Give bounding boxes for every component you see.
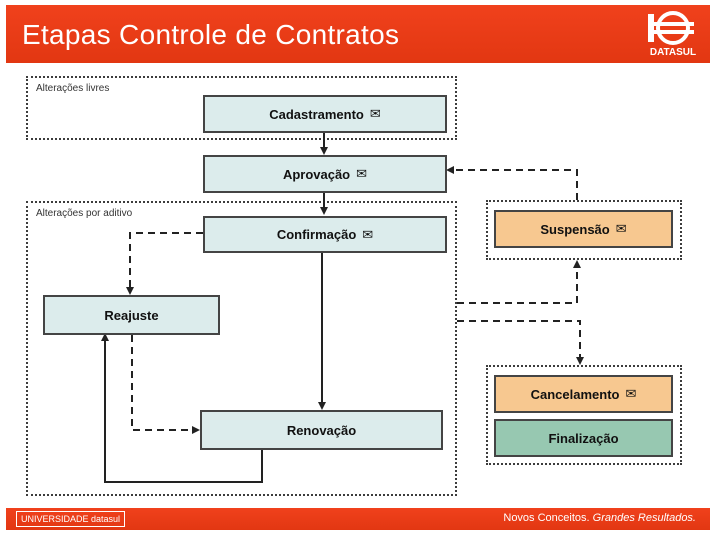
group-alteracoes-livres bbox=[26, 76, 457, 140]
header-bar: Etapas Controle de Contratos DATASUL bbox=[6, 5, 710, 63]
node-confirmacao-label: Confirmação bbox=[276, 227, 357, 242]
node-aprovacao[interactable]: Aprovação ✉ bbox=[203, 155, 447, 193]
footer-tagline: Novos Conceitos. Grandes Resultados. bbox=[503, 512, 696, 524]
envelope-icon: ✉ bbox=[615, 221, 627, 236]
datasul-logo-icon bbox=[648, 11, 694, 45]
footer-bar: UNIVERSIDADE datasul Novos Conceitos. Gr… bbox=[6, 508, 710, 530]
envelope-icon: ✉ bbox=[625, 386, 637, 401]
node-reajuste[interactable]: Reajuste bbox=[43, 295, 220, 335]
group-alteracoes-aditivo bbox=[26, 201, 457, 496]
arrow-reajuste-renovacao bbox=[131, 335, 200, 434]
group-suspensao bbox=[486, 200, 682, 260]
arrow-aditivo-suspensao bbox=[457, 260, 581, 304]
envelope-icon: ✉ bbox=[369, 106, 381, 121]
node-cancelamento[interactable]: Cancelamento ✉ bbox=[494, 375, 673, 413]
node-cadastramento-label: Cadastramento bbox=[269, 106, 364, 122]
node-reajuste-label: Reajuste bbox=[104, 307, 159, 323]
node-renovacao[interactable]: Renovação bbox=[200, 410, 443, 450]
footer-left-badge: UNIVERSIDADE datasul bbox=[16, 511, 126, 527]
arrow-confirmacao-reajuste bbox=[126, 232, 203, 295]
group-label-livres: Alterações livres bbox=[36, 83, 110, 94]
node-confirmacao[interactable]: Confirmação ✉ bbox=[203, 216, 447, 253]
node-suspensao[interactable]: Suspensão ✉ bbox=[494, 210, 673, 248]
datasul-logo: DATASUL bbox=[644, 11, 702, 59]
logo-text: DATASUL bbox=[649, 47, 697, 58]
envelope-icon: ✉ bbox=[362, 226, 374, 242]
node-cadastramento[interactable]: Cadastramento ✉ bbox=[203, 95, 447, 133]
group-label-aditivo: Alterações por aditivo bbox=[36, 208, 133, 219]
node-aprovacao-label: Aprovação bbox=[282, 166, 351, 182]
page-title: Etapas Controle de Contratos bbox=[22, 19, 400, 50]
node-suspensao-label: Suspensão bbox=[540, 221, 610, 237]
footer-tagline-plain: Novos Conceitos. bbox=[503, 512, 590, 524]
arrow-aditivo-cancelamento bbox=[457, 320, 584, 365]
envelope-icon: ✉ bbox=[356, 166, 368, 181]
footer-tagline-italic: Grandes Resultados. bbox=[592, 512, 696, 524]
node-finalizacao[interactable]: Finalização bbox=[494, 419, 673, 457]
node-renovacao-label: Renovação bbox=[286, 422, 357, 438]
group-cancelamento-finalizacao bbox=[486, 365, 682, 465]
node-finalizacao-label: Finalização bbox=[548, 430, 619, 446]
arrow-renovacao-reajuste bbox=[101, 333, 263, 483]
node-cancelamento-label: Cancelamento bbox=[530, 386, 620, 402]
arrow-suspensao-aprovacao bbox=[446, 166, 578, 200]
